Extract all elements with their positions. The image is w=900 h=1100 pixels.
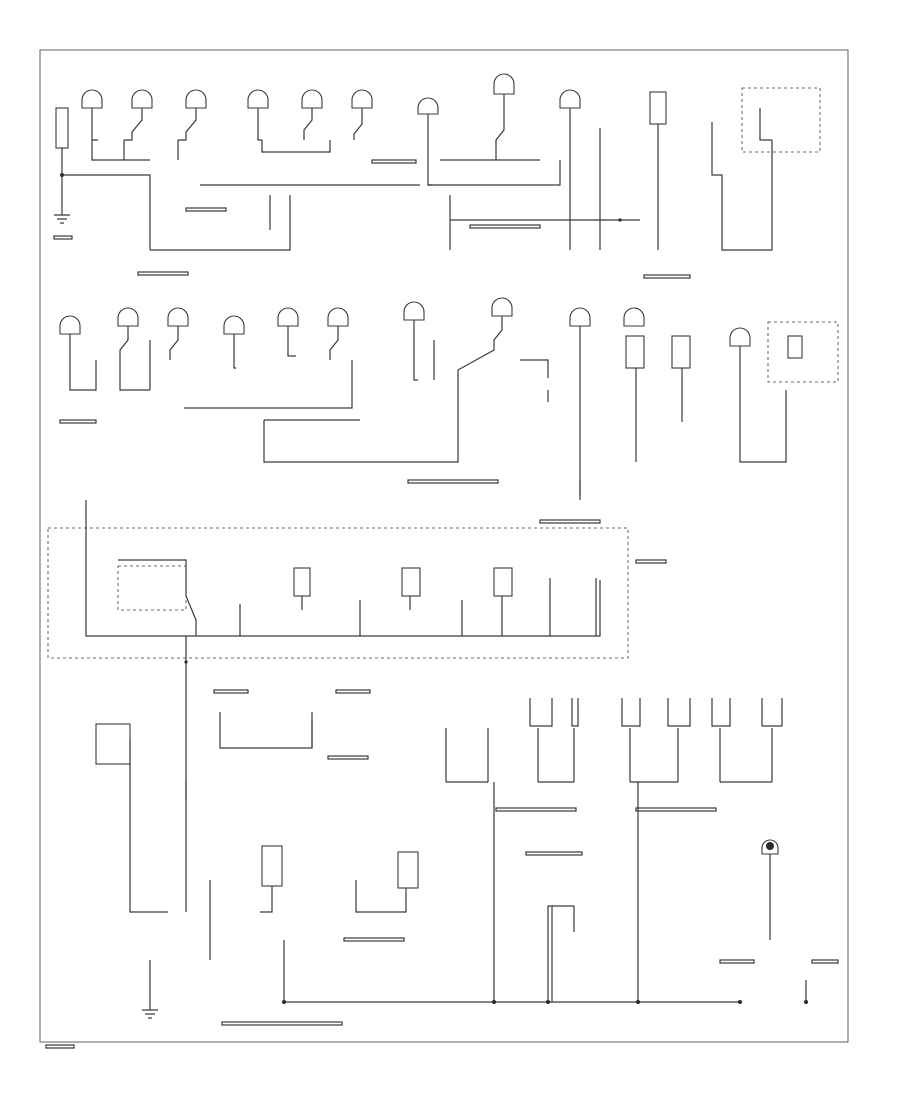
ground-symbol-2 bbox=[142, 1009, 158, 1019]
lower-left-components bbox=[95, 670, 419, 1019]
label-stubs bbox=[45, 159, 839, 1049]
diagram-frame bbox=[39, 49, 849, 1043]
row2-components bbox=[59, 297, 839, 500]
module-box bbox=[47, 500, 629, 670]
row1-components bbox=[54, 73, 821, 251]
ground-symbol-1 bbox=[54, 214, 70, 224]
lower-right-components bbox=[282, 698, 808, 1004]
